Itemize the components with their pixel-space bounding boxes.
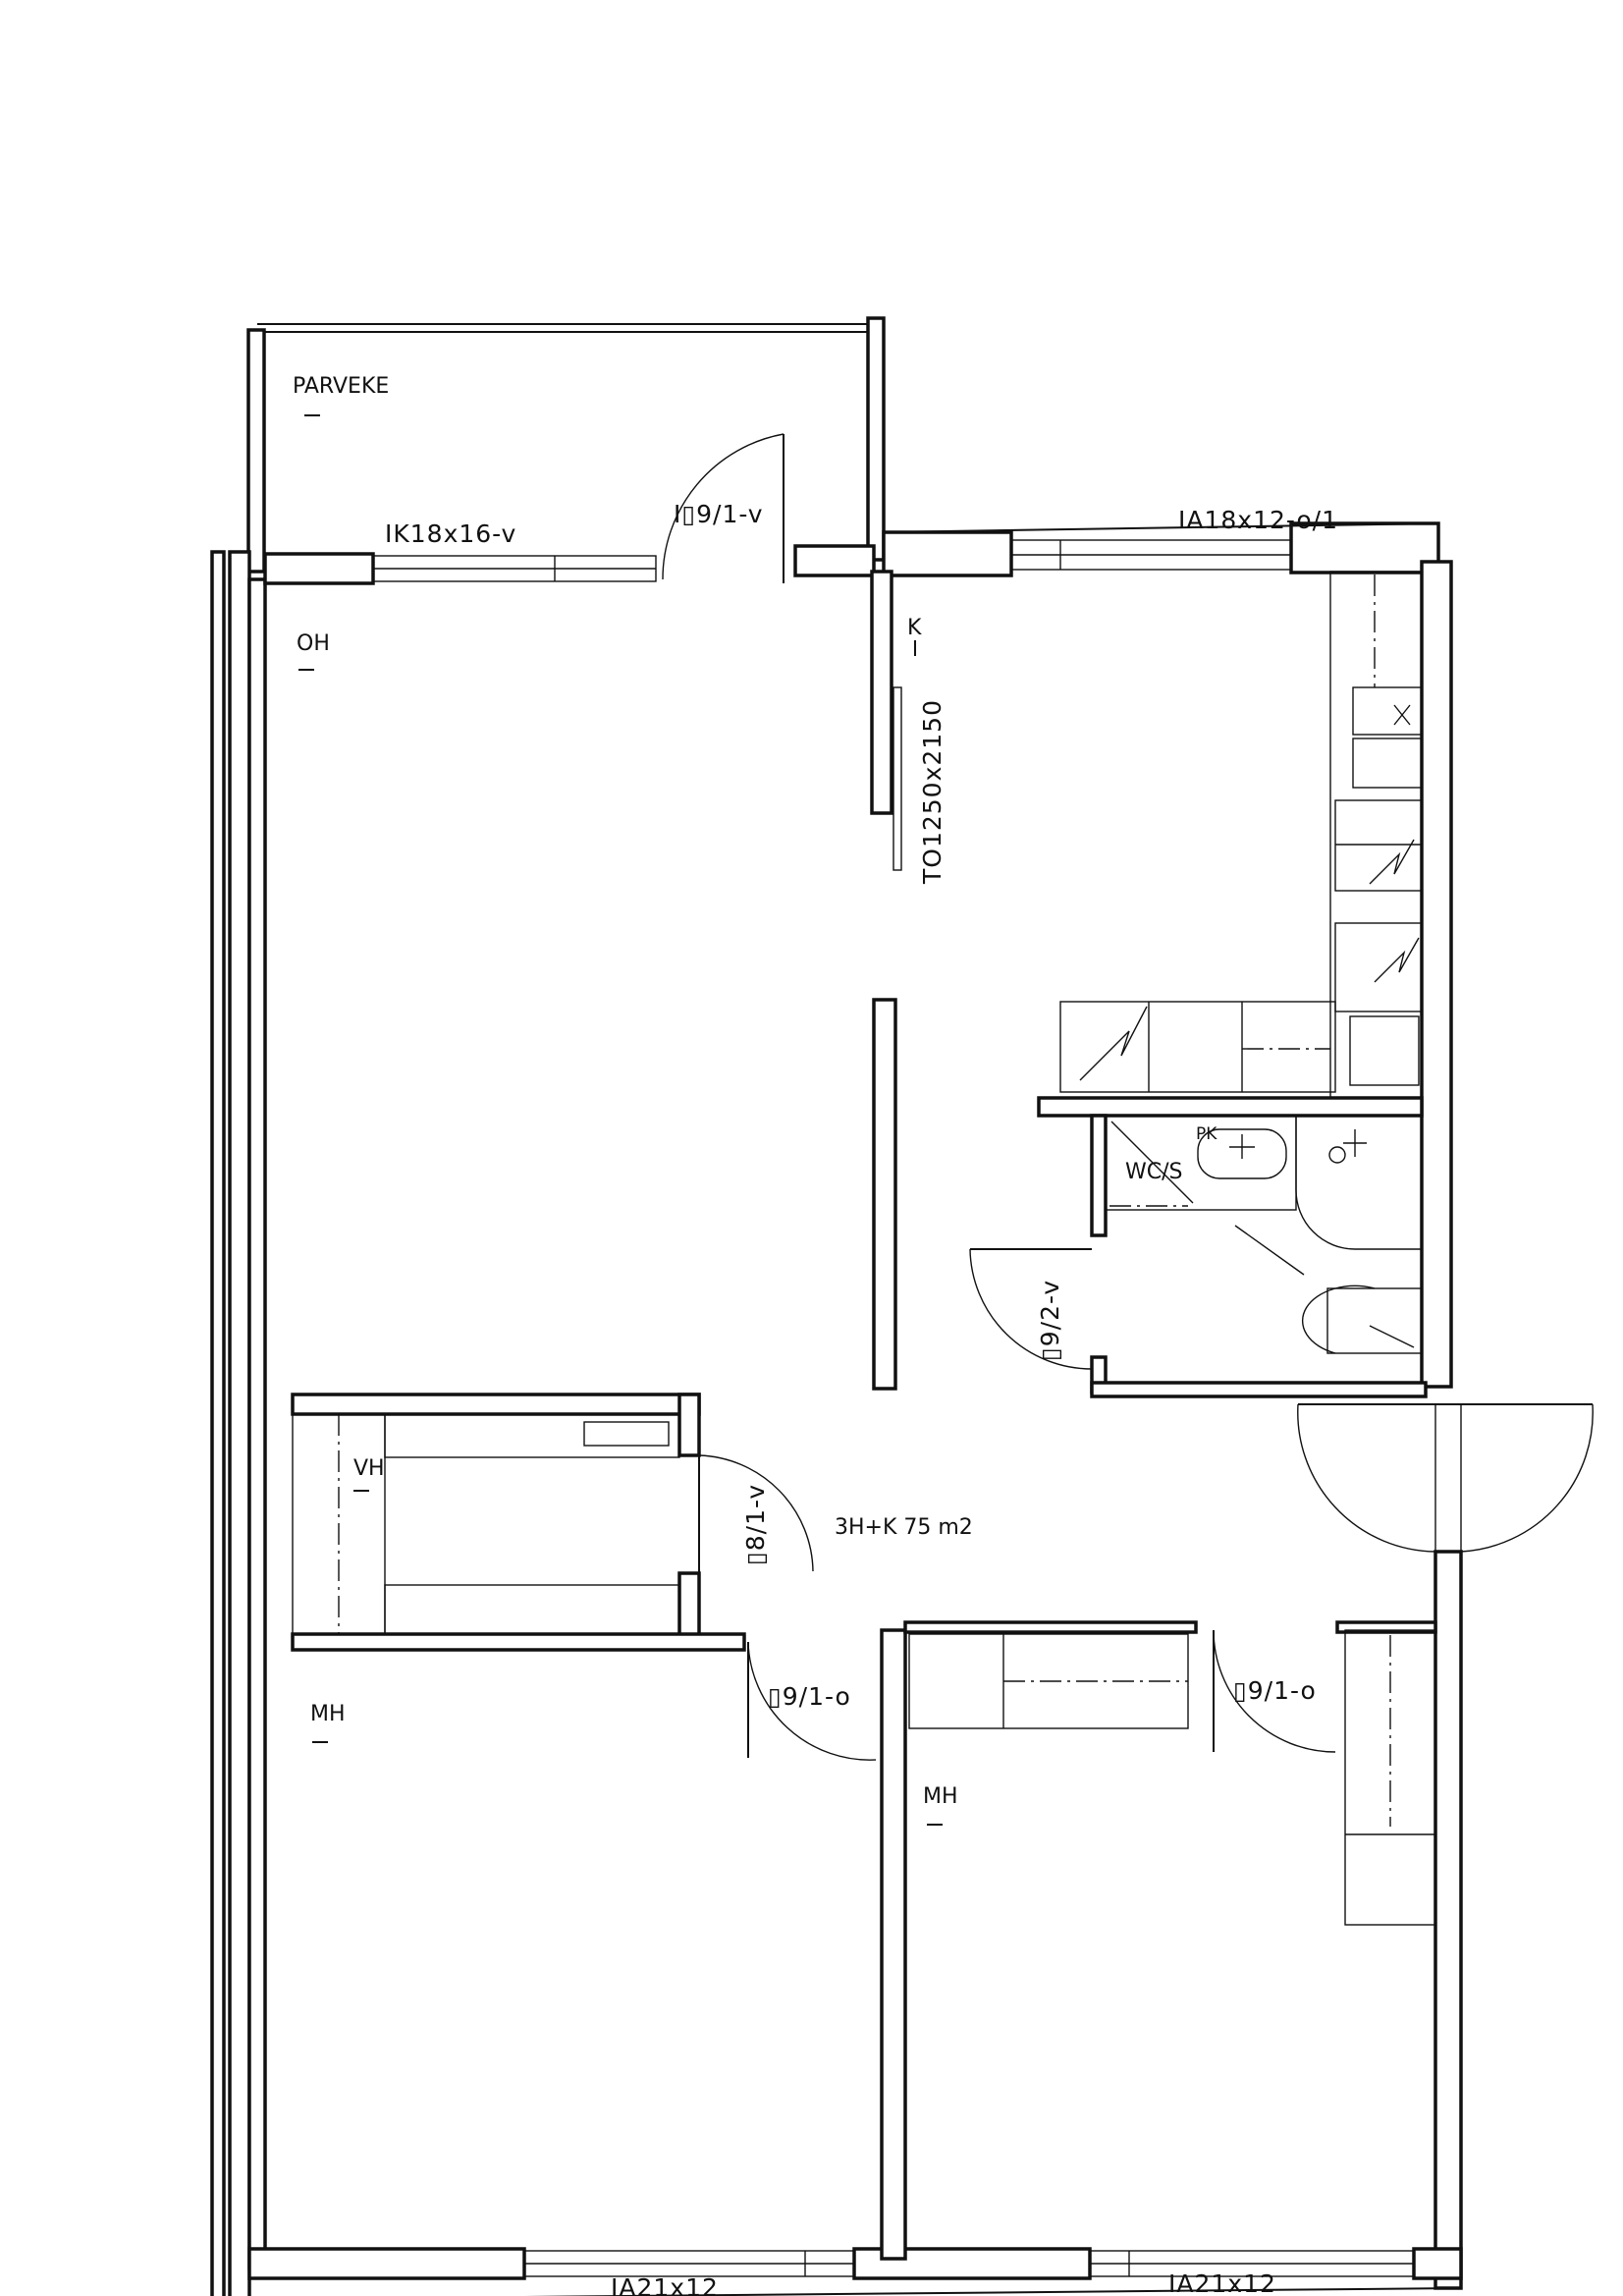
opening-marker xyxy=(893,686,902,871)
wardrobe-bottom-unit xyxy=(384,1584,680,1635)
top-wall-right xyxy=(1289,521,1440,574)
fridge xyxy=(1334,799,1423,892)
apartment-type: 3H+K 75 m2 xyxy=(835,1515,973,1540)
sink xyxy=(1349,1015,1420,1086)
room-label-bedroom-right: MH xyxy=(923,1784,958,1809)
entrance-door[interactable] xyxy=(1297,1403,1594,1553)
code-balcony-window: IK18x16-v xyxy=(385,519,516,548)
code-opening: TO1250x2150 xyxy=(918,699,947,885)
label-ticks xyxy=(298,669,943,1826)
code-kitchen-window: IA18x12-o/1 xyxy=(1178,506,1338,534)
balcony-wall-left xyxy=(246,328,266,574)
kitchen-partition-lower xyxy=(872,998,897,1391)
bedroom-right-door[interactable] xyxy=(1213,1629,1336,1753)
wc-wall-left-upper xyxy=(1090,1114,1108,1237)
bedroom-right-closet-side xyxy=(1344,1629,1436,1926)
code-balcony-door: I▯9/1-v xyxy=(674,500,764,528)
bottom-wall-right xyxy=(1412,2247,1463,2280)
room-label-wc: WC/S xyxy=(1125,1160,1183,1184)
shower-head-icon xyxy=(1328,1146,1346,1164)
wardrobe-top-unit xyxy=(384,1413,680,1458)
hob-plate-2 xyxy=(1352,738,1423,789)
room-label-wardrobe: VH xyxy=(353,1456,385,1481)
code-bottom-window-right: IA21x12 xyxy=(1168,2269,1276,2296)
balcony xyxy=(246,316,886,574)
dishwasher xyxy=(1334,922,1423,1012)
bedroom-wall-top-left xyxy=(291,1632,746,1652)
wc-door[interactable] xyxy=(969,1248,1093,1370)
windows xyxy=(372,539,1415,2277)
top-wall-mid xyxy=(793,544,876,577)
toilet-bowl xyxy=(1301,1285,1376,1354)
right-wall-lower xyxy=(1434,1550,1463,2290)
left-wall-inner-2 xyxy=(247,577,267,2270)
kitchen-units xyxy=(1037,571,1424,1118)
bedroom-divider xyxy=(880,1628,907,2261)
left-wall-outer xyxy=(210,550,226,2296)
wardrobe-box xyxy=(583,1421,670,1447)
wardrobe-wall-right-top xyxy=(677,1393,701,1457)
top-wall-left xyxy=(263,552,375,585)
interior-walls xyxy=(291,570,1437,2261)
outer-walls xyxy=(210,521,1463,2296)
shower-area xyxy=(1295,1115,1423,1250)
bottom-wall-left xyxy=(247,2247,526,2280)
wardrobe-wall-top xyxy=(291,1393,701,1416)
code-wc-door: ▯9/2-v xyxy=(1036,1280,1064,1361)
code-bedroom-right-door: ▯9/1-o xyxy=(1233,1676,1317,1705)
code-wardrobe-door: ▯8/1-v xyxy=(741,1484,770,1565)
room-label-kitchen: K xyxy=(907,616,922,640)
balcony-door[interactable] xyxy=(662,433,784,583)
wc-wall-bottom xyxy=(1090,1381,1428,1398)
wardrobe-door[interactable] xyxy=(698,1453,814,1573)
hob-plate-1 xyxy=(1352,686,1423,736)
room-label-pk: PK xyxy=(1196,1124,1217,1144)
top-wall-mid-2 xyxy=(882,530,1013,577)
balcony-wall-right xyxy=(866,316,886,562)
room-label-living: OH xyxy=(297,631,330,656)
code-bottom-window-left: IA21x12 xyxy=(611,2273,719,2296)
code-bedroom-left-door: ▯9/1-o xyxy=(768,1682,851,1711)
bedroom-wall-top-right-2 xyxy=(1335,1620,1437,1634)
kitchen-partition-upper xyxy=(870,570,893,815)
room-label-balcony: PARVEKE xyxy=(293,374,389,399)
wardrobe xyxy=(292,1413,814,1635)
kitchen-wc-wall xyxy=(1037,1096,1424,1118)
right-wall-upper xyxy=(1420,560,1453,1389)
room-label-bedroom-left: MH xyxy=(310,1702,346,1726)
kitchen-counter-lower xyxy=(1059,1001,1336,1093)
bedroom-storage xyxy=(908,1629,1436,1926)
left-wall-inner xyxy=(228,550,251,2296)
washbasin xyxy=(1197,1128,1287,1179)
wc-room xyxy=(969,1114,1428,1398)
bedroom-wall-top-right xyxy=(903,1620,1198,1634)
bedroom-left-door[interactable] xyxy=(747,1641,877,1761)
kitchen-counter xyxy=(1329,571,1423,1103)
